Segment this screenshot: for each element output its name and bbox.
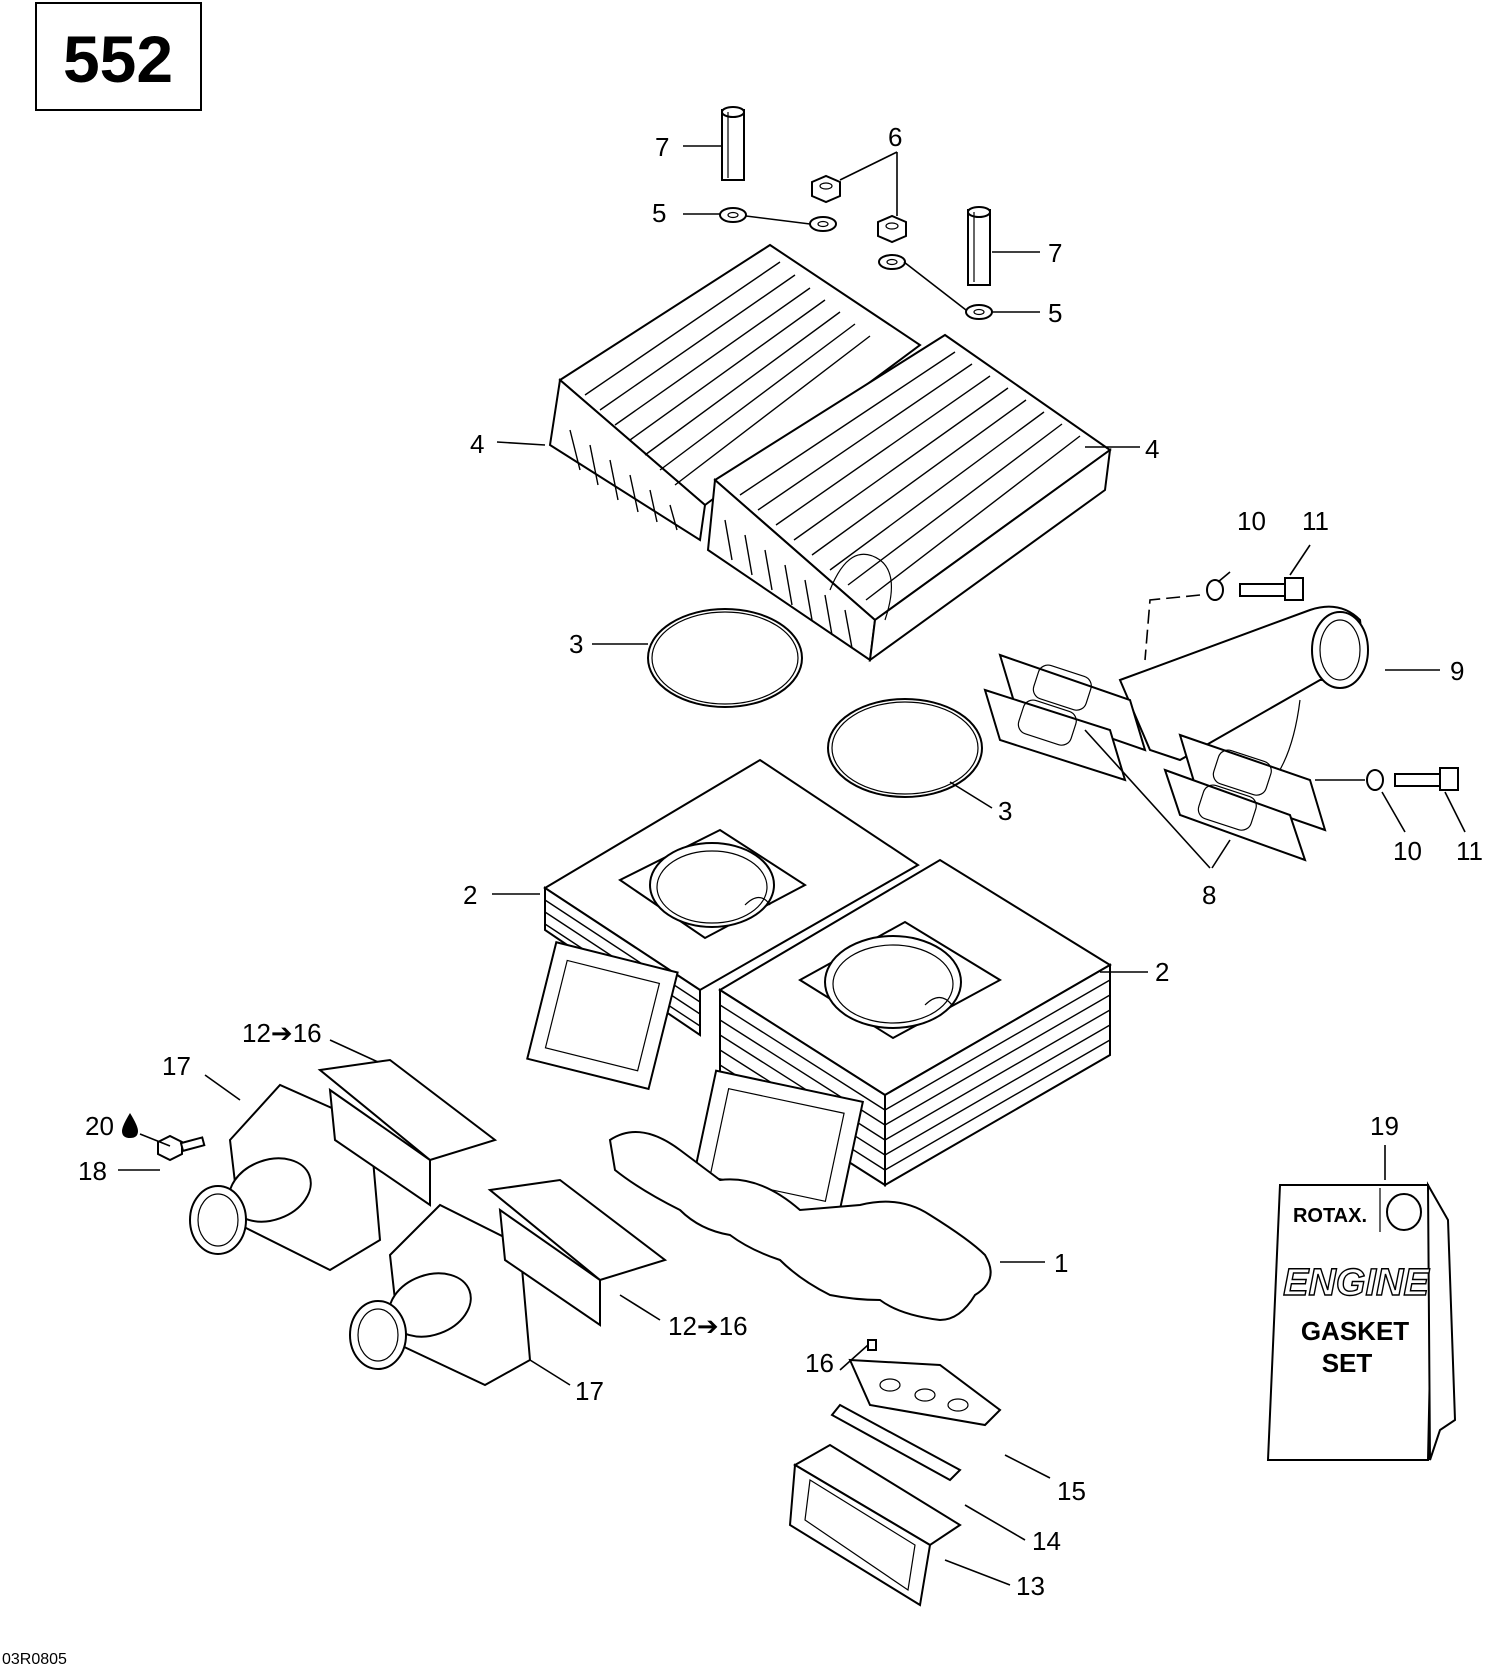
callout-7-left: 7 bbox=[655, 132, 669, 162]
nut-1 bbox=[811, 174, 841, 204]
callout-11-bottom: 11 bbox=[1456, 836, 1483, 866]
rubber-mount-front bbox=[349, 1203, 532, 1387]
callout-labels: 7 6 5 7 5 4 4 10 11 3 9 3 10 11 2 8 2 12… bbox=[78, 122, 1483, 1601]
base-gasket bbox=[608, 1131, 992, 1322]
screw-16 bbox=[867, 1339, 877, 1351]
callout-14: 14 bbox=[1032, 1526, 1061, 1556]
callout-7-right: 7 bbox=[1048, 238, 1062, 268]
exhaust-flange-upper bbox=[998, 653, 1147, 752]
callout-10-top: 10 bbox=[1237, 506, 1266, 536]
gasket-brand: ROTAX. bbox=[1293, 1205, 1367, 1227]
callout-17-bottom: 17 bbox=[575, 1376, 604, 1406]
lock-washer-upper bbox=[1206, 579, 1224, 601]
figure-reference: 03R0805 bbox=[2, 1651, 67, 1668]
callout-1: 1 bbox=[1054, 1248, 1068, 1278]
screw-lower bbox=[1394, 767, 1459, 791]
oil-drop-icon bbox=[122, 1113, 138, 1138]
exhaust-gasket-upper bbox=[983, 688, 1127, 782]
callout-8: 8 bbox=[1202, 880, 1216, 910]
o-ring-2-inner bbox=[831, 701, 979, 795]
engine-code-box: 552 bbox=[35, 2, 202, 111]
callout-11-top: 11 bbox=[1302, 506, 1329, 536]
o-ring-2 bbox=[827, 698, 983, 798]
callout-6: 6 bbox=[888, 122, 902, 152]
reed-valve-front bbox=[487, 1178, 668, 1327]
exhaust-gasket-lower bbox=[1163, 768, 1307, 862]
callout-19: 19 bbox=[1370, 1111, 1399, 1141]
engine-code: 552 bbox=[63, 22, 173, 96]
callout-17-top: 17 bbox=[162, 1051, 191, 1081]
callout-3-right: 3 bbox=[998, 796, 1012, 826]
o-ring-1 bbox=[647, 608, 803, 708]
callout-16: 16 bbox=[805, 1348, 834, 1378]
callout-5-left: 5 bbox=[652, 198, 666, 228]
nut-2 bbox=[877, 214, 907, 244]
callout-15: 15 bbox=[1057, 1476, 1086, 1506]
washers bbox=[719, 207, 993, 320]
exhaust-dash-line bbox=[1144, 594, 1201, 661]
exhaust-manifold bbox=[1118, 605, 1369, 801]
reed-valve-body-13 bbox=[788, 1443, 962, 1607]
callout-18: 18 bbox=[78, 1156, 107, 1186]
exhaust-flange-lower bbox=[1178, 733, 1327, 832]
callout-10-bottom: 10 bbox=[1393, 836, 1422, 866]
spacer-left bbox=[721, 106, 745, 181]
cylinder-rear bbox=[526, 758, 920, 1091]
gasket-line3: SET bbox=[1322, 1348, 1373, 1378]
gasket-set-box: ROTAX. ENGINE GASKET SET bbox=[1266, 1181, 1457, 1461]
callout-20: 20 bbox=[85, 1111, 114, 1141]
callout-5-right: 5 bbox=[1048, 298, 1062, 328]
gasket-line2: GASKET bbox=[1301, 1316, 1409, 1346]
rubber-mount-rear bbox=[189, 1083, 382, 1272]
lock-washer-lower bbox=[1366, 769, 1384, 791]
reed-stopper-15 bbox=[848, 1358, 1002, 1427]
callout-12-16-top: 12➔16 bbox=[242, 1018, 322, 1048]
callout-2-left: 2 bbox=[463, 880, 477, 910]
callout-2-right: 2 bbox=[1155, 957, 1169, 987]
reed-petal-14 bbox=[830, 1403, 962, 1482]
o-ring-1-inner bbox=[651, 611, 799, 705]
cylinder-head-rear bbox=[548, 243, 922, 542]
callout-3-left: 3 bbox=[569, 629, 583, 659]
gasket-line1: ENGINE bbox=[1283, 1262, 1430, 1304]
reed-valve-rear bbox=[317, 1058, 498, 1207]
spacer-right bbox=[967, 206, 991, 286]
screw-upper bbox=[1239, 577, 1304, 601]
cylinder-head-front bbox=[706, 333, 1112, 663]
rotax-logo-icon bbox=[1386, 1193, 1422, 1231]
leader-lines bbox=[118, 145, 1466, 1586]
hex-screw-18 bbox=[157, 1134, 206, 1162]
callout-13: 13 bbox=[1016, 1571, 1045, 1601]
callout-12-16-bottom: 12➔16 bbox=[668, 1311, 748, 1341]
callout-4-left: 4 bbox=[470, 429, 484, 459]
callout-9: 9 bbox=[1450, 656, 1464, 686]
callout-4-right: 4 bbox=[1145, 434, 1159, 464]
